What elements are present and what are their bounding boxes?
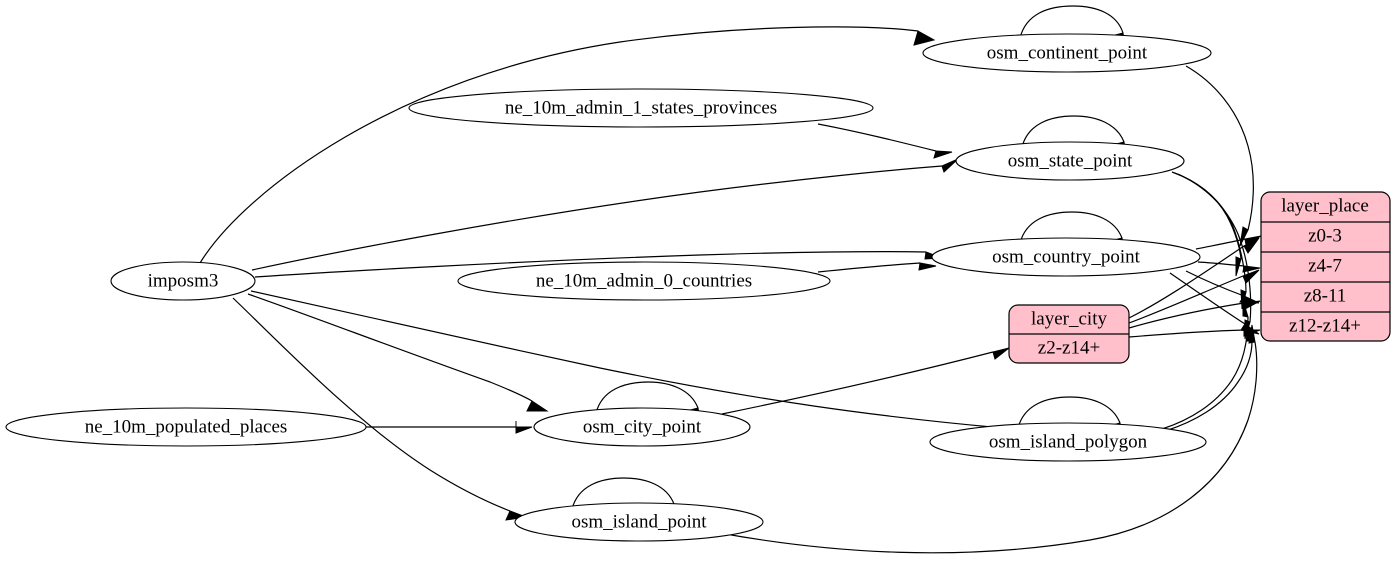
edge-osm_island_polygon-to-layer_place-z8-11 [1161,299,1249,430]
node-label-osm_city_point: osm_city_point [583,416,702,437]
node-label-ne_10m_admin_1_states_provinces: ne_10m_admin_1_states_provinces [505,97,777,118]
edge-imposm3-to-osm_island_point [232,297,528,521]
layer_place-row-z0-3[interactable]: z0-3 [1308,225,1342,246]
layer_city-title: layer_city [1031,308,1107,329]
node-imposm3[interactable]: imposm3 [110,261,256,301]
node-label-osm_state_point: osm_state_point [1008,150,1133,171]
edge-osm_island_point-to-layer_place-z12-z14+ [719,324,1258,554]
node-label-ne_10m_admin_0_countries: ne_10m_admin_0_countries [536,270,752,291]
edge-osm_continent_point-to-layer_place-z0-3 [1185,65,1254,247]
edge-ne_10m_admin_0_countries-to-osm_country_point [817,262,937,273]
node-ne_10m_populated_places[interactable]: ne_10m_populated_places [5,407,367,447]
node-label-osm_continent_point: osm_continent_point [987,42,1148,63]
edge-ne_10m_populated_places-to-osm_city_point [366,421,533,434]
node-osm_state_point[interactable]: osm_state_point [955,141,1185,181]
node-osm_island_polygon[interactable]: osm_island_polygon [929,422,1207,462]
node-label-imposm3: imposm3 [148,270,219,291]
node-osm_country_point[interactable]: osm_country_point [931,237,1201,277]
edge-imposm3-to-osm_city_point [247,293,549,412]
edge-layer_city-to-layer_place-z12-z14+ [1128,329,1261,338]
layer_place-title: layer_place [1281,195,1369,216]
node-osm_island_point[interactable]: osm_island_point [514,502,764,542]
layer_city-row-z2-z14+[interactable]: z2-z14+ [1038,337,1100,358]
record-node-layer_place[interactable]: layer_place z0-3 z4-7 z8-11 z12-z14+ [1260,191,1391,342]
node-label-osm_island_polygon: osm_island_polygon [989,431,1148,452]
edge-imposm3-to-osm_state_point [251,158,959,271]
edge-ne_10m_admin_1_states_provinces-to-osm_state_point [817,123,953,159]
node-layer: imposm3 ne_10m_admin_1_states_provinces … [5,33,1212,542]
layer_place-row-z12-z14+[interactable]: z12-z14+ [1289,315,1361,336]
node-osm_continent_point[interactable]: osm_continent_point [922,33,1212,73]
record-node-layer_city[interactable]: layer_city z2-z14+ [1008,304,1130,364]
edge-layer_city-to-layer_place-z8-11 [1128,300,1261,329]
node-osm_city_point[interactable]: osm_city_point [533,407,751,447]
edge-layer [199,5,1262,554]
node-label-osm_country_point: osm_country_point [992,246,1140,267]
edge-layer_city-to-layer_place-z4-7 [1128,269,1260,324]
edge-osm_island_polygon-to-layer_place-z12-z14+ [1164,324,1253,432]
node-label-osm_island_point: osm_island_point [571,511,707,532]
edge-osm_country_point-to-layer_place-z4-7 [1197,261,1261,273]
edge-imposm3-to-osm_continent_point [199,26,936,264]
layer_place-row-z8-11[interactable]: z8-11 [1304,285,1347,306]
edge-layer_city-to-layer_place-z0-3 [1128,237,1260,319]
node-ne_10m_admin_0_countries[interactable]: ne_10m_admin_0_countries [457,261,831,301]
node-label-ne_10m_populated_places: ne_10m_populated_places [85,416,288,437]
edge-osm_city_point-to-layer_city [721,347,1010,415]
layer_place-row-z4-7[interactable]: z4-7 [1308,255,1342,276]
node-ne_10m_admin_1_states_provinces[interactable]: ne_10m_admin_1_states_provinces [408,88,874,128]
